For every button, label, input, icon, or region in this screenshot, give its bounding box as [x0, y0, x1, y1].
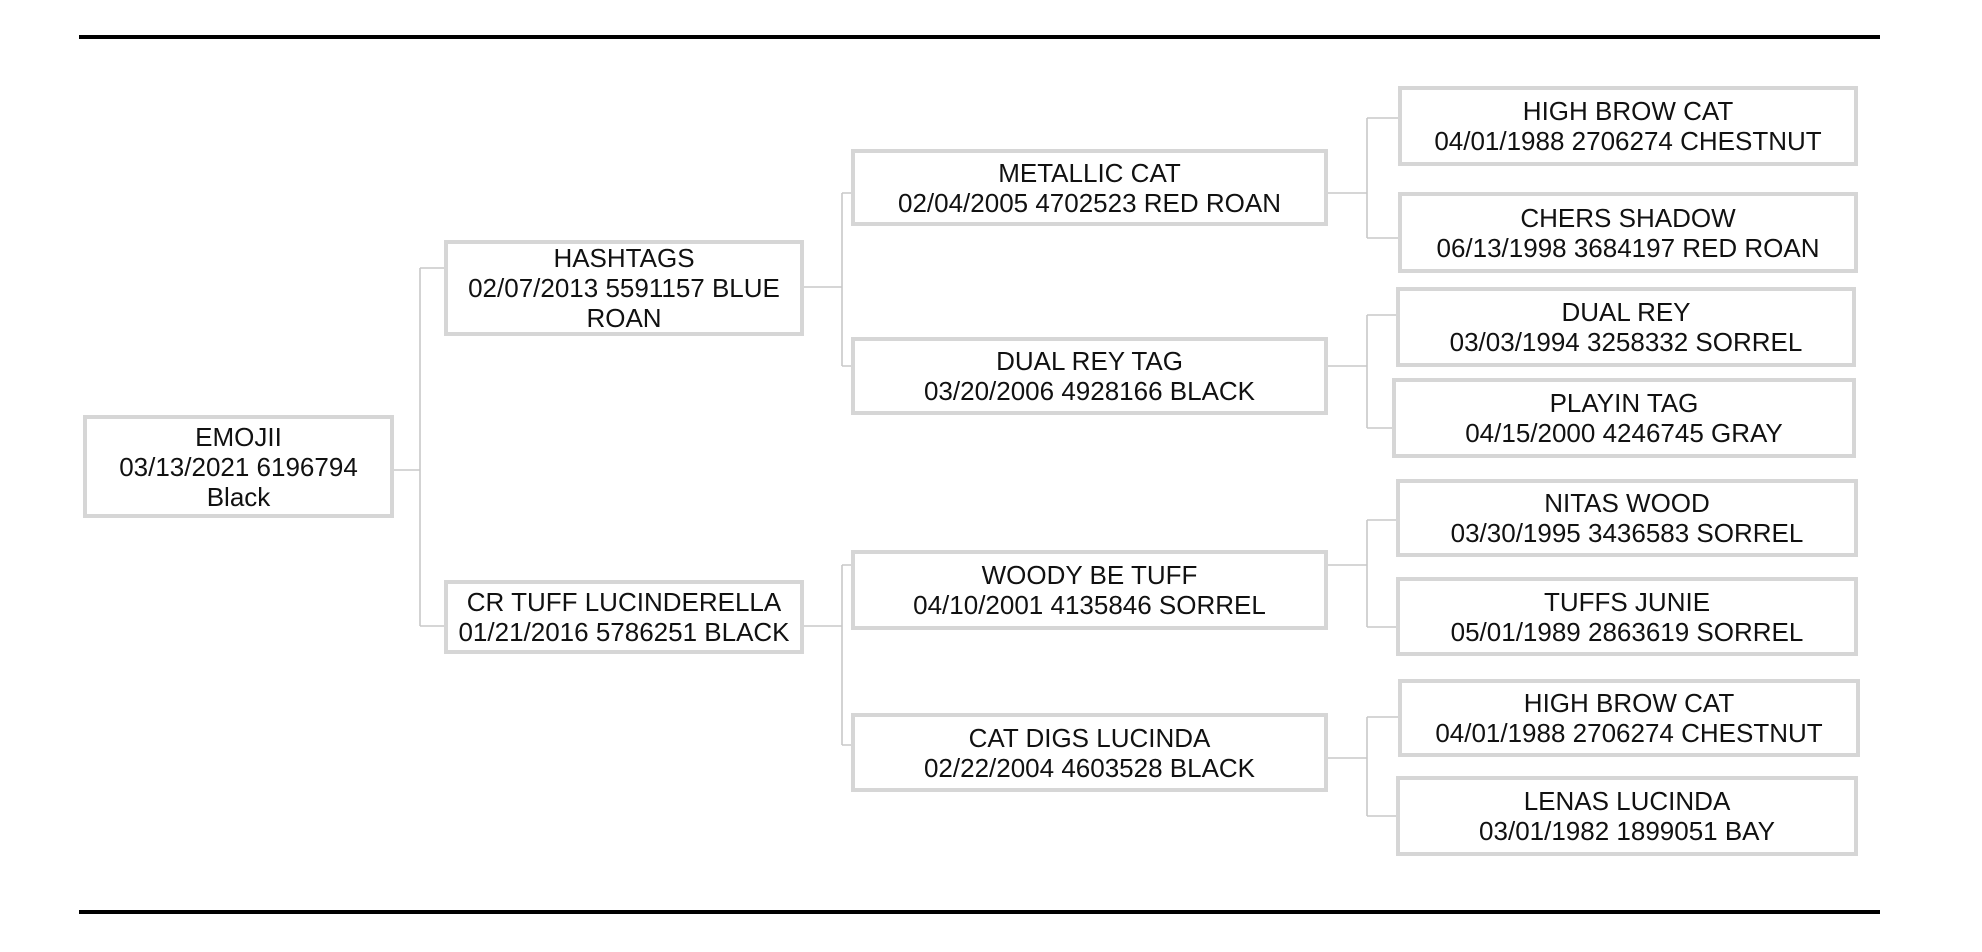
- connector-subject: [392, 267, 445, 627]
- bottom-rule: [79, 910, 1880, 914]
- pedigree-box-dss: NITAS WOOD 03/30/1995 3436583 SORREL: [1396, 479, 1858, 557]
- horse-details: 06/13/1998 3684197 RED ROAN: [1436, 232, 1820, 263]
- horse-name: HIGH BROW CAT: [1523, 688, 1735, 718]
- pedigree-box-dam: CR TUFF LUCINDERELLA 01/21/2016 5786251 …: [444, 580, 804, 654]
- horse-name: PLAYIN TAG: [1549, 388, 1699, 418]
- horse-details: 02/07/2013 5591157 BLUE: [468, 273, 780, 303]
- connector-dam-dam: [1328, 716, 1398, 817]
- pedigree-box-ddd: LENAS LUCINDA 03/01/1982 1899051 BAY: [1396, 776, 1858, 856]
- pedigree-box-dam-sire: WOODY BE TUFF 04/10/2001 4135846 SORREL: [851, 550, 1328, 630]
- horse-details: 04/01/1988 2706274 CHESTNUT: [1434, 126, 1822, 156]
- horse-details: 03/13/2021 6196794: [119, 451, 358, 482]
- pedigree-box-dam-dam: CAT DIGS LUCINDA 02/22/2004 4603528 BLAC…: [851, 713, 1328, 792]
- horse-name: TUFFS JUNIE: [1543, 586, 1711, 617]
- horse-name: METALLIC CAT: [998, 157, 1181, 188]
- pedigree-box-dds: HIGH BROW CAT 04/01/1988 2706274 CHESTNU…: [1398, 679, 1860, 757]
- pedigree-box-sss: HIGH BROW CAT 04/01/1988 2706274 CHESTNU…: [1398, 86, 1858, 166]
- horse-details: 03/03/1994 3258332 SORREL: [1449, 327, 1803, 357]
- horse-name: DUAL REY: [1561, 297, 1691, 327]
- pedigree-box-sire: HASHTAGS 02/07/2013 5591157 BLUE ROAN: [444, 240, 804, 336]
- horse-details-cont: ROAN: [586, 303, 662, 333]
- horse-details: 04/01/1988 2706274 CHESTNUT: [1435, 718, 1823, 748]
- connector-dam: [804, 564, 852, 746]
- pedigree-box-sds: DUAL REY 03/03/1994 3258332 SORREL: [1396, 287, 1856, 367]
- horse-name: CR TUFF LUCINDERELLA: [466, 587, 782, 617]
- pedigree-box-ssd: CHERS SHADOW 06/13/1998 3684197 RED ROAN: [1398, 192, 1858, 273]
- horse-name: DUAL REY TAG: [996, 346, 1183, 376]
- horse-details: 02/04/2005 4702523 RED ROAN: [897, 187, 1282, 218]
- horse-details: 03/30/1995 3436583 SORREL: [1450, 518, 1804, 548]
- horse-details: 01/21/2016 5786251 BLACK: [458, 617, 790, 647]
- horse-name: WOODY BE TUFF: [981, 560, 1198, 590]
- horse-name: CHERS SHADOW: [1520, 202, 1736, 233]
- horse-details: 03/20/2006 4928166 BLACK: [923, 376, 1256, 406]
- horse-details: 04/15/2000 4246745 GRAY: [1465, 418, 1783, 448]
- horse-name: LENAS LUCINDA: [1523, 786, 1731, 816]
- connector-dam-sire: [1328, 519, 1396, 628]
- pedigree-box-sdd: PLAYIN TAG 04/15/2000 4246745 GRAY: [1392, 378, 1856, 458]
- connector-sire-dam: [1328, 314, 1396, 429]
- connector-sire: [804, 192, 852, 367]
- horse-name: EMOJII: [195, 421, 282, 452]
- connector-sire-sire: [1328, 117, 1398, 239]
- horse-details: 02/22/2004 4603528 BLACK: [923, 752, 1256, 783]
- horse-details: 04/10/2001 4135846 SORREL: [913, 590, 1266, 620]
- horse-name: NITAS WOOD: [1544, 488, 1710, 518]
- horse-name: CAT DIGS LUCINDA: [968, 722, 1211, 753]
- pedigree-box-dsd: TUFFS JUNIE 05/01/1989 2863619 SORREL: [1396, 577, 1858, 656]
- pedigree-box-sire-sire: METALLIC CAT 02/04/2005 4702523 RED ROAN: [851, 149, 1328, 226]
- horse-details-cont: Black: [206, 481, 271, 512]
- horse-details: 03/01/1982 1899051 BAY: [1479, 816, 1775, 846]
- horse-name: HIGH BROW CAT: [1522, 96, 1734, 126]
- pedigree-box-sire-dam: DUAL REY TAG 03/20/2006 4928166 BLACK: [851, 337, 1328, 415]
- horse-details: 05/01/1989 2863619 SORREL: [1450, 616, 1804, 647]
- horse-name: HASHTAGS: [553, 243, 695, 273]
- pedigree-box-subject: EMOJII 03/13/2021 6196794 Black: [83, 415, 394, 518]
- top-rule: [79, 35, 1880, 39]
